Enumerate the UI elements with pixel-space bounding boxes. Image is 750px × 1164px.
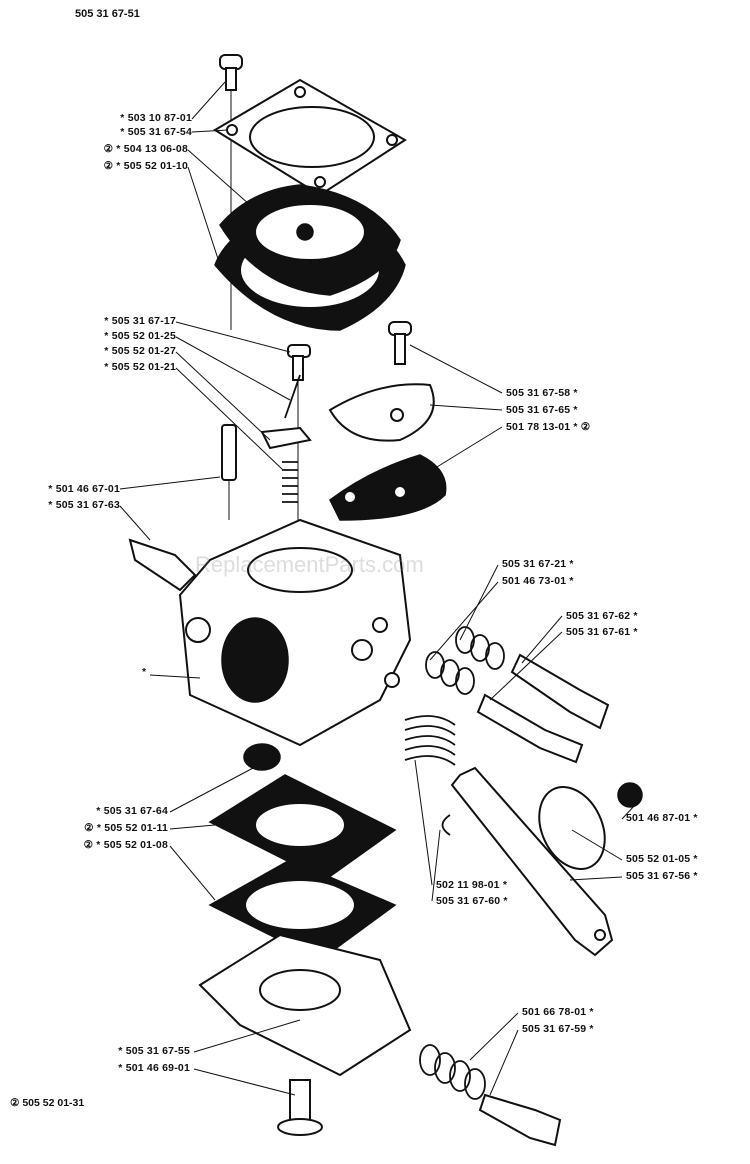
- part-label: 501 46 73-01 *: [502, 575, 574, 587]
- idle-spring: [419, 1044, 486, 1100]
- diaphragm-cover: [213, 78, 407, 197]
- part-label: * 505 31 67-64: [96, 805, 168, 817]
- part-label: 502 11 98-01 *: [436, 879, 508, 891]
- adjustment-needles: [476, 653, 610, 764]
- idle-screw: [478, 1093, 562, 1147]
- metering-gasket: [208, 774, 397, 881]
- part-label: ② * 504 13 06-08: [103, 143, 188, 155]
- part-label: * 503 10 87-01: [120, 112, 192, 124]
- part-label: 505 31 67-56 *: [626, 870, 698, 882]
- part-label: 505 52 01-05 *: [626, 853, 698, 865]
- part-label: * 505 52 01-27: [104, 345, 176, 357]
- part-label: 505 31 67-61 *: [566, 626, 638, 638]
- footnote: ② 505 52 01-31: [10, 1097, 85, 1109]
- part-label: 505 31 67-65 *: [506, 404, 578, 416]
- throttle-plate: [538, 782, 643, 870]
- pump-diaphragm: [219, 184, 401, 296]
- metering-diaphragm: [208, 859, 397, 961]
- part-label: * 501 46 67-01: [48, 483, 120, 495]
- part-label: 505 31 67-62 *: [566, 610, 638, 622]
- part-label: 501 46 87-01 *: [626, 812, 698, 824]
- bottom-screw: [277, 1079, 323, 1136]
- part-label: ② * 505 52 01-08: [83, 839, 168, 851]
- watermark: ReplacementParts.com: [195, 552, 424, 577]
- part-label: * 501 46 69-01: [118, 1062, 190, 1074]
- part-label: 505 31 67-59 *: [522, 1023, 594, 1035]
- throttle-spring: [404, 715, 456, 766]
- throttle-shaft: [450, 766, 614, 957]
- metering-spring: [282, 461, 298, 503]
- diagram-title: 505 31 67-51: [75, 8, 140, 20]
- bottom-cover: [198, 933, 412, 1077]
- part-label: *: [142, 666, 147, 678]
- part-label: 505 31 67-60 *: [436, 895, 508, 907]
- fuel-nipple: [128, 538, 197, 592]
- inlet-needle: [221, 424, 237, 520]
- part-label: 501 66 78-01 *: [522, 1006, 594, 1018]
- cover-plate: [328, 383, 435, 442]
- part-label: * 505 31 67-63: [48, 499, 120, 511]
- part-label: * 505 31 67-54: [120, 126, 192, 138]
- leader-lines: [119, 81, 636, 1096]
- needle-springs: [425, 626, 505, 695]
- part-label: * 505 52 01-21: [104, 361, 176, 373]
- metering-lever: [260, 374, 312, 450]
- part-label: 505 31 67-58 *: [506, 387, 578, 399]
- gasket-plate: [329, 454, 447, 521]
- part-label: 505 31 67-21 *: [502, 558, 574, 570]
- part-label: * 505 52 01-25: [104, 330, 176, 342]
- part-label: ② * 505 52 01-11: [84, 822, 168, 834]
- part-label: * 505 31 67-17: [104, 315, 176, 327]
- filter-disc: [243, 743, 281, 771]
- plate-screw: [388, 321, 412, 365]
- carburetor-body: [178, 518, 412, 747]
- part-label: ② * 505 52 01-10: [103, 160, 188, 172]
- part-label: * 505 31 67-55: [118, 1045, 190, 1057]
- clip: [441, 814, 451, 836]
- part-label: 501 78 13-01 * ②: [506, 421, 591, 433]
